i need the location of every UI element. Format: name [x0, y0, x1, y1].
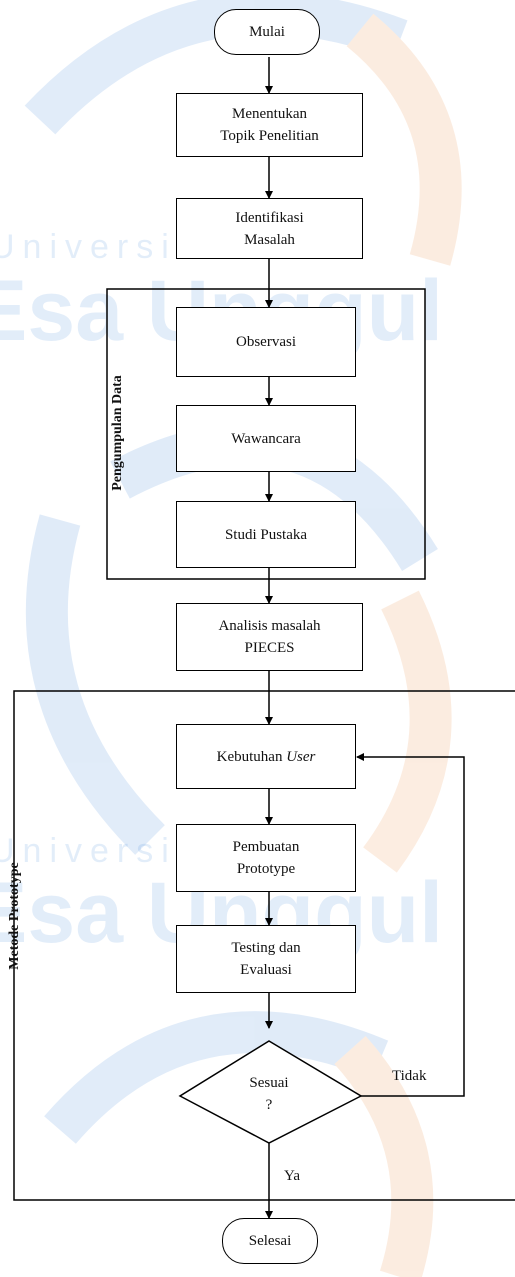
process-user-needs-label: Kebutuhan User	[217, 746, 316, 768]
start-label: Mulai	[249, 23, 285, 40]
process-interview-label: Wawancara	[231, 430, 301, 447]
end-label: Selesai	[248, 1232, 292, 1249]
group-label-data-collection: Pengumpulan Data	[110, 375, 125, 491]
decision-label: Sesuai ?	[249, 1075, 289, 1113]
edge-label-yes: Ya	[284, 1168, 300, 1184]
process-interview: Wawancara	[176, 405, 356, 472]
process-testing-label: Testing dan Evaluasi	[231, 940, 301, 978]
process-identify: Identifikasi Masalah	[176, 198, 363, 259]
process-build-label: Pembuatan Prototype	[232, 839, 300, 877]
process-testing: Testing dan Evaluasi	[176, 925, 356, 993]
process-topic-label: Menentukan Topik Penelitian	[220, 106, 319, 144]
process-identify-label: Identifikasi Masalah	[235, 209, 304, 248]
process-observe: Observasi	[176, 307, 356, 377]
data-collection-frame	[106, 288, 426, 580]
group-label-prototype-method: Metode Prototype	[7, 862, 22, 970]
user-needs-italic: User	[286, 748, 316, 765]
process-user-needs: Kebutuhan User	[176, 724, 356, 789]
process-analysis-label: Analisis masalah PIECES	[218, 618, 321, 656]
process-analysis: Analisis masalah PIECES	[176, 603, 363, 671]
process-topic: Menentukan Topik Penelitian	[176, 93, 363, 157]
process-build-prototype: Pembuatan Prototype	[176, 824, 356, 892]
prototype-method-frame	[13, 690, 515, 1201]
process-literature: Studi Pustaka	[176, 501, 356, 568]
edge-label-no: Tidak	[392, 1068, 427, 1084]
process-literature-label: Studi Pustaka	[224, 526, 308, 543]
user-needs-prefix: Kebutuhan	[216, 748, 287, 765]
decision-diamond	[178, 1040, 363, 1144]
process-observe-label: Observasi	[236, 334, 296, 350]
edge-decision-needs-loop	[356, 753, 465, 1097]
end-terminal: Selesai	[222, 1218, 318, 1264]
start-terminal: Mulai	[214, 9, 320, 55]
